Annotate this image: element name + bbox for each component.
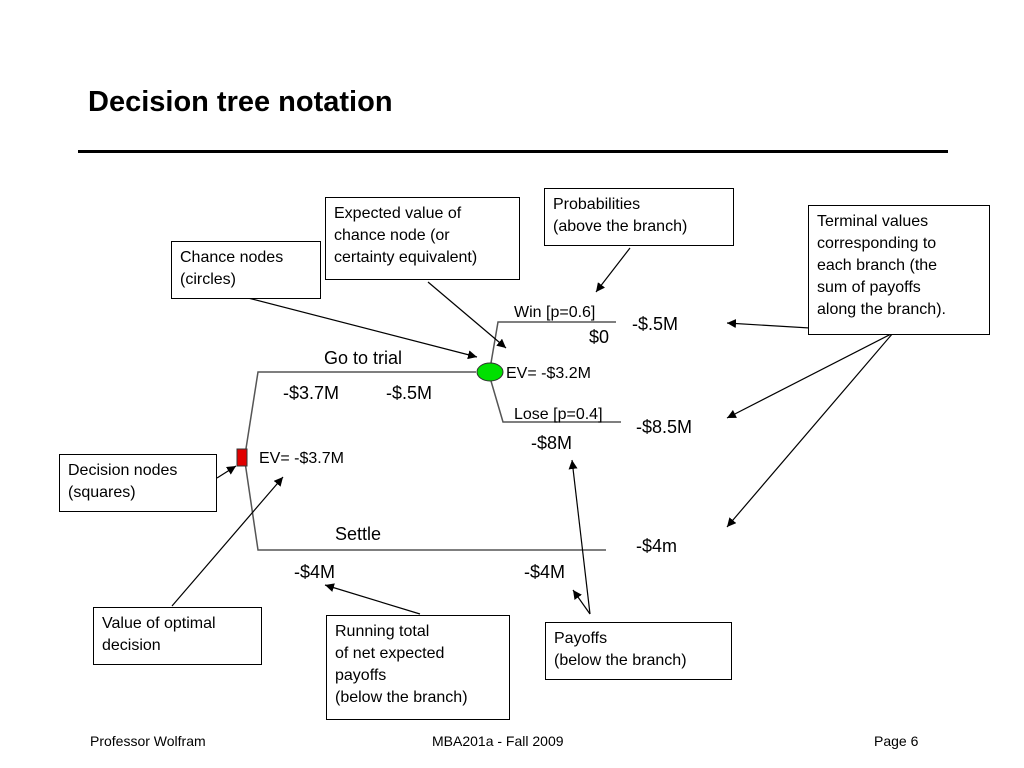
- optimal-value-arrow: [171, 476, 284, 607]
- slide-title: Decision tree notation: [88, 86, 393, 118]
- terminal-settle-arrow: [726, 332, 894, 528]
- win-probability-label: Win [p=0.6]: [514, 304, 596, 321]
- callout-line: chance node (or: [334, 227, 450, 244]
- win-payoff: $0: [589, 327, 610, 347]
- callout-line: (below the branch): [335, 689, 468, 706]
- terminal-value-lose: -$8.5M: [636, 417, 693, 437]
- callout-line: Probabilities: [553, 196, 641, 213]
- chance-node: [476, 362, 504, 382]
- title-underline: [78, 150, 948, 153]
- chance-nodes-callout: Chance nodes (circles): [171, 241, 321, 299]
- footer-page-number: Page 6: [874, 733, 919, 749]
- go-payoff: -$.5M: [386, 383, 433, 403]
- running-total-arrow: [324, 583, 421, 615]
- callout-line: Expected value of: [334, 205, 462, 222]
- probabilities-arrow: [595, 247, 631, 293]
- callout-line: of net expected: [335, 645, 445, 662]
- payoffs-arrow-upper: [568, 459, 591, 615]
- decision-nodes-callout: Decision nodes (squares): [59, 454, 217, 512]
- callout-line: decision: [102, 637, 161, 654]
- payoffs-callout: Payoffs (below the branch): [545, 622, 732, 680]
- chance-nodes-arrow: [247, 297, 478, 360]
- running-total-callout: Running total of net expected payoffs (b…: [326, 615, 510, 720]
- win-branch: [490, 321, 616, 364]
- go-to-trial-branch: [244, 371, 476, 456]
- lose-branch: [490, 380, 621, 423]
- callout-line: certainty equivalent): [334, 249, 478, 266]
- decision-node: [236, 448, 248, 467]
- callout-line: Running total: [335, 623, 430, 640]
- settle-label: Settle: [335, 524, 382, 544]
- callout-line: each branch (the: [817, 257, 938, 274]
- callout-line: Terminal values: [817, 213, 929, 230]
- terminal-value-win: -$.5M: [632, 314, 679, 334]
- decision-nodes-arrow: [216, 465, 237, 479]
- settle-branch: [244, 461, 606, 551]
- callout-line: (squares): [68, 484, 136, 501]
- callout-line: Decision nodes: [68, 462, 178, 479]
- probabilities-callout: Probabilities (above the branch): [544, 188, 734, 246]
- terminal-lose-arrow: [726, 332, 894, 419]
- callout-line: Chance nodes: [180, 249, 284, 266]
- optimal-value-callout: Value of optimal decision: [93, 607, 262, 665]
- callout-line: payoffs: [335, 667, 387, 684]
- expected-value-callout: Expected value of chance node (or certai…: [325, 197, 520, 280]
- callout-line: sum of payoffs: [817, 279, 921, 296]
- callout-line: Payoffs: [554, 630, 608, 647]
- lose-probability-label: Lose [p=0.4]: [514, 406, 603, 423]
- callout-line: (circles): [180, 271, 236, 288]
- callout-line: along the branch).: [817, 301, 946, 318]
- terminal-value-settle: -$4m: [636, 536, 678, 556]
- terminal-values-callout: Terminal values corresponding to each br…: [808, 205, 990, 335]
- footer-author: Professor Wolfram: [90, 733, 206, 749]
- lose-payoff: -$8M: [531, 433, 573, 453]
- go-running-total: -$3.7M: [283, 383, 340, 403]
- expected-value-arrow: [427, 281, 507, 349]
- chance-node-ev: EV= -$3.2M: [506, 365, 591, 382]
- settle-payoff: -$4M: [524, 562, 566, 582]
- footer-course: MBA201a - Fall 2009: [432, 733, 564, 749]
- callout-line: Value of optimal: [102, 615, 216, 632]
- payoffs-arrow-lower: [572, 589, 591, 615]
- settle-running-total: -$4M: [294, 562, 336, 582]
- go-to-trial-label: Go to trial: [324, 348, 403, 368]
- callout-line: (below the branch): [554, 652, 687, 669]
- callout-line: corresponding to: [817, 235, 937, 252]
- callout-line: (above the branch): [553, 218, 688, 235]
- decision-node-ev: EV= -$3.7M: [259, 450, 344, 467]
